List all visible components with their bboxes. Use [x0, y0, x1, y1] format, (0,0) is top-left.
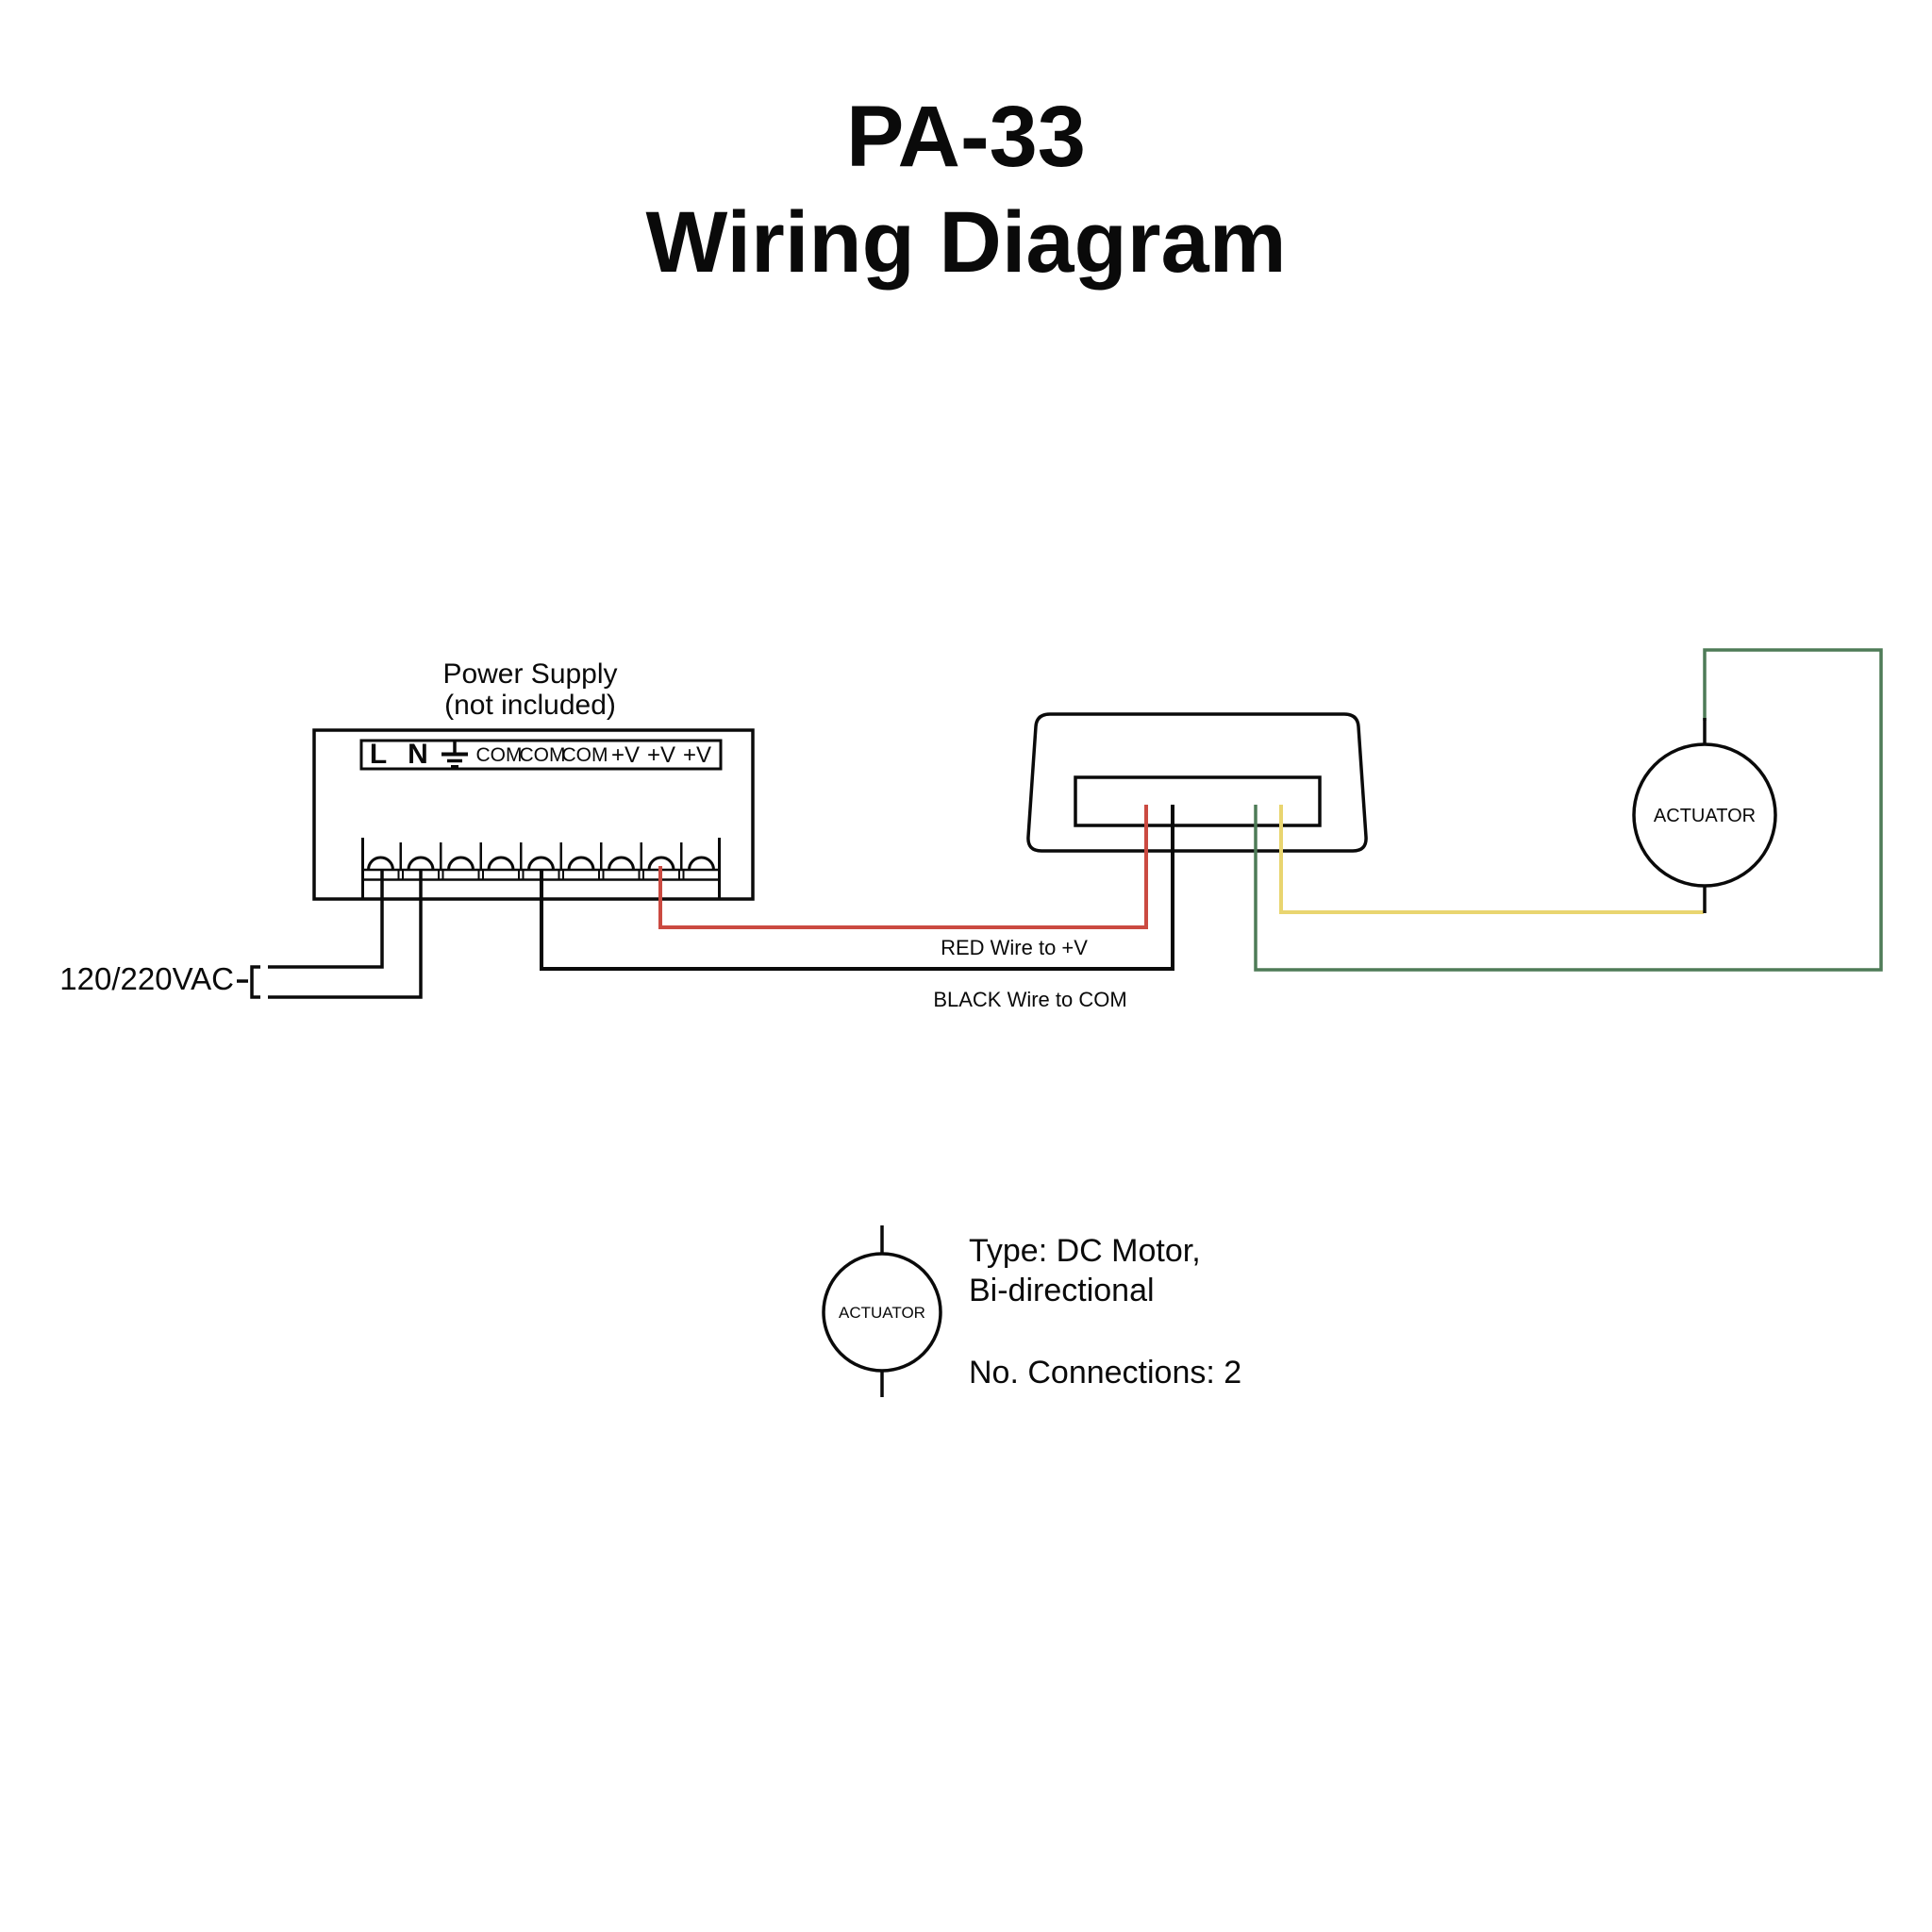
terminal-label-l: L — [370, 739, 387, 770]
page-subtitle: Wiring Diagram — [645, 194, 1286, 291]
terminal-label-strip — [359, 739, 723, 771]
terminal-label-v3: +V — [683, 742, 711, 768]
page-title: PA-33 — [846, 89, 1086, 185]
legend-actuator-circle — [822, 1252, 942, 1373]
black-wire-label: BLACK Wire to COM — [933, 988, 1126, 1011]
black-wire-com — [540, 805, 1174, 971]
ground-icon — [441, 741, 468, 768]
terminal-label-n: N — [408, 739, 428, 770]
terminal-end-plates — [361, 838, 721, 898]
ac-input-bracket — [250, 965, 260, 999]
red-wire-v — [658, 805, 1148, 929]
terminal-separators — [399, 842, 683, 870]
actuator: ACTUATOR — [1632, 718, 1777, 913]
power-supply-caption-line1: Power Supply — [442, 658, 617, 690]
control-box-terminal-slot — [1074, 775, 1322, 827]
terminal-label-v2: +V — [647, 742, 675, 768]
line-wire-l — [268, 871, 384, 969]
green-wire — [1254, 648, 1883, 972]
legend-type-line1: Type: DC Motor, — [969, 1233, 1201, 1269]
actuator-circle — [1632, 742, 1777, 888]
legend-actuator-label: ACTUATOR — [839, 1304, 925, 1322]
power-supply: L N COM COM COM +V +V +V — [312, 728, 755, 901]
terminal-label-v1: +V — [611, 742, 640, 768]
terminal-screws — [367, 856, 715, 871]
terminal-label-com1: COM — [476, 744, 523, 766]
legend-type-line2: Bi-directional — [969, 1273, 1155, 1308]
control-box — [1026, 712, 1368, 853]
power-supply-caption-line2: (not included) — [444, 690, 616, 721]
ac-input-label: 120/220VAC — [59, 961, 234, 996]
yellow-wire — [1279, 805, 1704, 914]
terminal-slot-ticks — [361, 870, 721, 880]
legend: ACTUATOR Type: DC Motor, Bi-directional … — [822, 1225, 1241, 1397]
actuator-label: ACTUATOR — [1654, 806, 1756, 826]
terminal-label-com3: COM — [562, 744, 608, 766]
red-wire-label: RED Wire to +V — [941, 936, 1088, 959]
legend-connections: No. Connections: 2 — [969, 1355, 1241, 1391]
neutral-wire-n — [268, 871, 423, 999]
terminal-label-com2: COM — [520, 744, 566, 766]
